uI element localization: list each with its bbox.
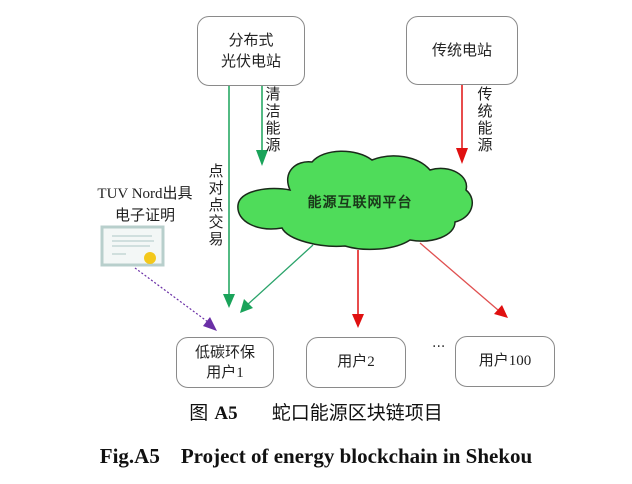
user100-node[interactable]: 用户100 [455,336,555,387]
platform-to-user1-arrow [240,244,314,313]
caption-cn-prefix: 图 [189,402,209,424]
platform-label: 能源互联网平台 [307,195,413,211]
traditional-station-node[interactable]: 传统电站 [406,16,518,85]
platform-to-user2-arrow [352,250,364,328]
caption-english: Fig.A5 Project of energy blockchain in S… [99,444,533,468]
certificate-label: TUV Nord出具 电子证明 [84,183,206,227]
traditional-energy-arrow [456,85,468,164]
user1-line1: 低碳环保 [194,342,255,361]
user1-line2: 用户1 [206,364,244,381]
caption-cn-title: 蛇口能源区块链项目 [271,402,443,424]
platform-to-user100-arrow [419,242,508,318]
pv-station-line2: 光伏电站 [220,52,281,70]
clean-energy-label: 清洁能源 [265,85,281,154]
pv-station-node[interactable]: 分布式 光伏电站 [197,16,305,86]
p2p-trade-arrow [223,86,235,308]
certificate-label-line1: TUV Nord出具 [97,186,193,202]
user100-label: 用户100 [478,353,532,369]
user2-label: 用户2 [337,354,375,370]
traditional-energy-label: 传统能源 [477,85,493,154]
certificate-icon [100,225,165,267]
user1-node[interactable]: 低碳环保 用户1 [176,337,274,388]
energy-internet-platform-cloud[interactable] [237,150,474,251]
pv-station-line1: 分布式 [228,31,274,49]
certificate-to-user1-arrow [134,267,217,331]
certificate-label-line2: 电子证明 [114,208,175,224]
user2-node[interactable]: 用户2 [306,337,406,388]
caption-cn-fig: A5 [214,403,238,424]
clean-energy-arrow [256,86,268,166]
caption-chinese: 图 A5 蛇口能源区块链项目 [0,398,632,425]
p2p-trade-label: 点对点交易 [208,162,224,248]
more-users-ellipsis: ··· [432,339,446,355]
traditional-station-label: 传统电站 [431,41,492,59]
